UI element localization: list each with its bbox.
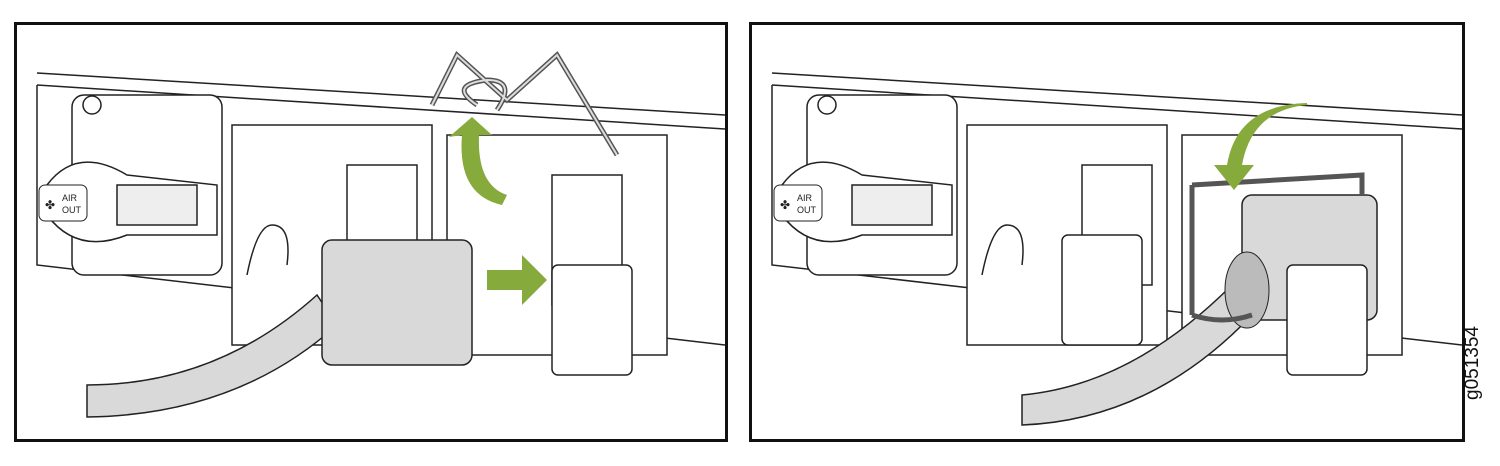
power-plug-3 [1286,264,1368,376]
fan-label: AIR OUT ✤ [38,184,88,222]
arrow-insert-icon [487,255,547,305]
fan-label-out: OUT [62,205,82,215]
screw-icon [82,95,102,115]
fan-connector [116,184,198,226]
fan-label-air: AIR [797,193,813,203]
retainer-clip-2-highlight [431,53,618,156]
cord-strain-relief [1224,251,1270,329]
retainer-clip-2-closed [1189,172,1365,323]
step-panel-open-retainer: AIR OUT ✤ [14,22,728,442]
power-plug-1 [321,239,473,366]
fan-icon: ✤ [780,198,790,212]
figure-id: g051354 [1462,326,1483,400]
arrow-lower-icon [1214,103,1307,190]
illustration-left: AIR OUT ✤ [36,50,725,418]
fan-connector [851,184,933,226]
fan-label-air: AIR [62,193,78,203]
illustration-right: AIR OUT ✤ [771,72,1462,426]
screw-icon [817,95,837,115]
fan-label-out: OUT [797,205,817,215]
power-plug-2 [551,264,633,376]
arrow-lift-icon [449,117,507,205]
retainer-clip-1 [981,224,1024,276]
power-plug-1 [1061,234,1143,346]
chassis-top-edge [36,72,725,130]
chassis-top-edge [771,72,1462,130]
fan-icon: ✤ [45,198,55,212]
step-panel-close-retainer: AIR OUT ✤ [749,22,1465,442]
retainer-clip-1 [246,224,289,276]
fan-label: AIR OUT ✤ [773,184,823,222]
power-cord-1 [86,293,338,418]
